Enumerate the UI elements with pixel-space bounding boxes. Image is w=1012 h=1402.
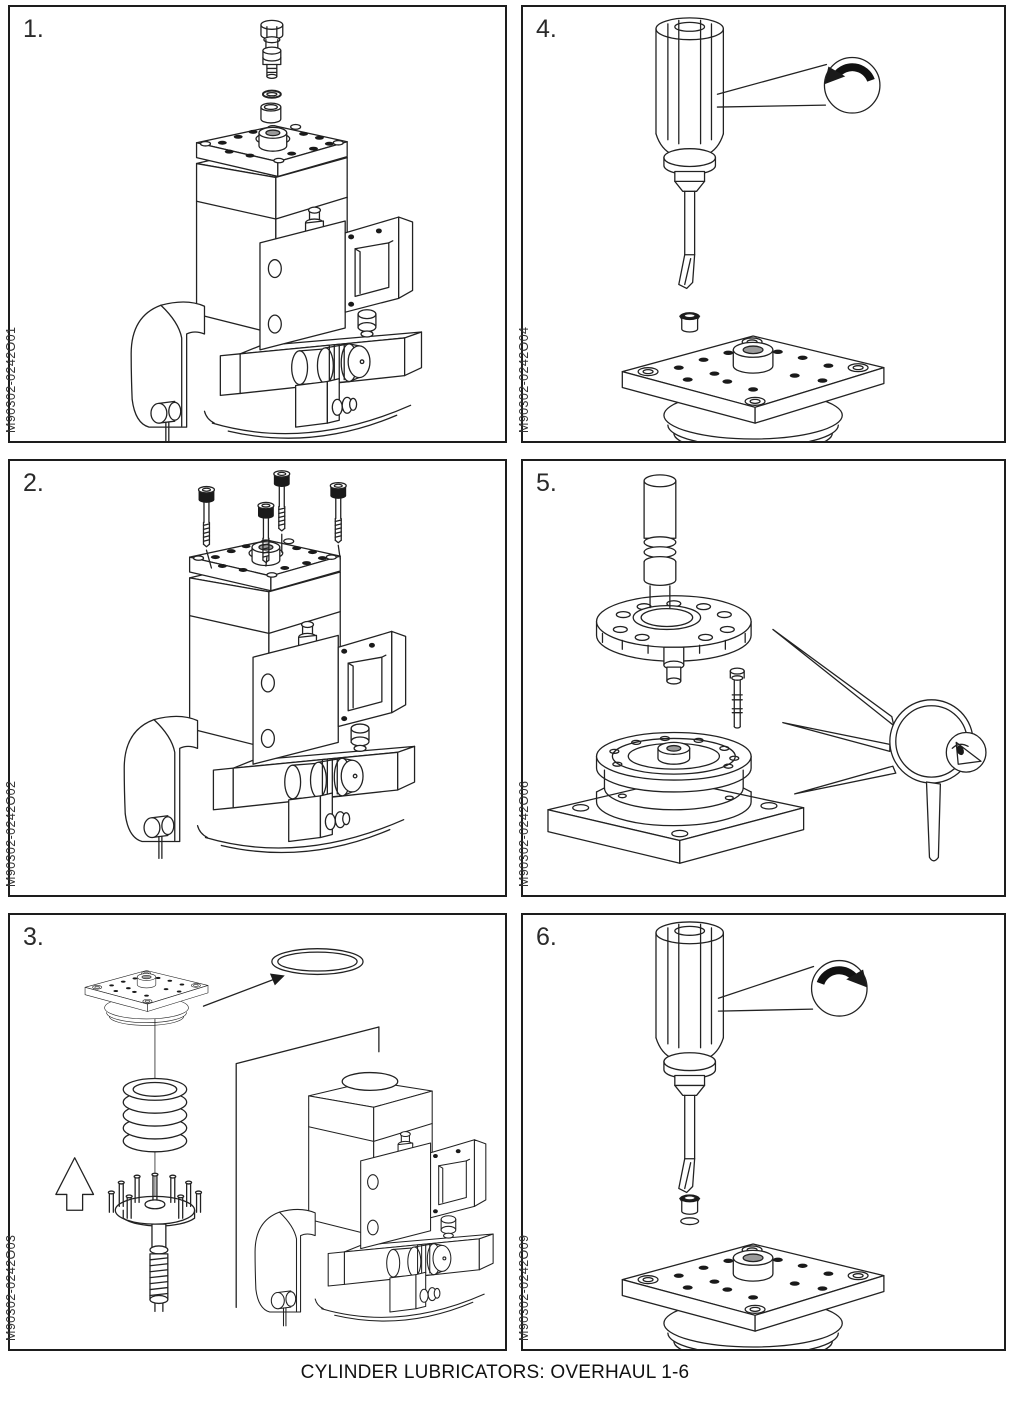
screw-plug [679,311,701,333]
step-number: 1. [23,15,44,43]
step-number: 6. [536,923,557,951]
illustration-step-5 [547,474,987,864]
figure-code: M90302-0242O06 [517,780,531,887]
step-number: 4. [536,15,557,43]
top-cover-plate [84,970,209,1026]
illustration-step-4 [621,17,885,441]
flange-stub-shaft [663,646,685,685]
pins [107,1172,203,1219]
figure-code: M90302-0242O03 [4,1234,18,1341]
step-number: 5. [536,469,557,497]
illustration-step-3 [55,948,494,1327]
pin-wheel [107,1172,203,1312]
step-number: 2. [23,469,44,497]
o-ring [680,1217,700,1226]
screw-plug [679,1193,701,1215]
o-ring [271,948,364,976]
star-wheel-flange [595,595,752,662]
illustration-step-1 [130,19,423,441]
cover-screw [197,485,216,548]
drive-pin [729,667,745,729]
cover-screw [273,470,291,532]
projection-box [235,1026,380,1309]
top-cover-plate [621,335,885,441]
pump-assembly-in-vice [130,123,423,441]
spring [122,1077,188,1153]
cover-screw [329,481,347,544]
piston [643,474,677,609]
step-number: 3. [23,923,44,951]
pump-assembly-in-vice [123,538,416,859]
screwdriver-icon [655,921,725,1194]
figure-code: M90302-0242O09 [517,1234,531,1341]
page-caption: CYLINDER LUBRICATORS: OVERHAUL 1-6 [300,1362,690,1383]
bushing [260,102,282,124]
top-cover-plate [621,1243,885,1349]
figure-code: M90302-0242O01 [4,326,18,433]
figure-panel-3: 3. M90302-0242O03 [4,913,507,1351]
delivery-valve-bolt [260,19,284,79]
figure-code: M90302-0242O04 [517,326,531,433]
open-cylinder-bore [341,1071,399,1092]
figure-panel-5: 5. M90302-0242O06 [517,459,1006,897]
up-arrow-icon [55,1157,95,1211]
inspection-magnifier-icon [772,628,987,862]
figure-panel-1: 1. M90302-0242O01 [4,5,507,443]
figure-code: M90302-0242O02 [4,780,18,887]
drive-flange-drum [595,731,752,827]
illustration-step-2 [123,470,416,859]
pump-body-in-vice [254,1080,494,1327]
o-ring [261,89,282,99]
illustration-step-6 [621,921,885,1349]
figure-panel-4: 4. M90302-0242O04 [517,5,1006,443]
screwdriver-icon [655,17,725,290]
figure-panel-6: 6. M90302-0242O09 [517,913,1006,1351]
o-ring-arrow [202,973,285,1007]
figure-panel-2: 2. M90302-0242O02 [4,459,507,897]
